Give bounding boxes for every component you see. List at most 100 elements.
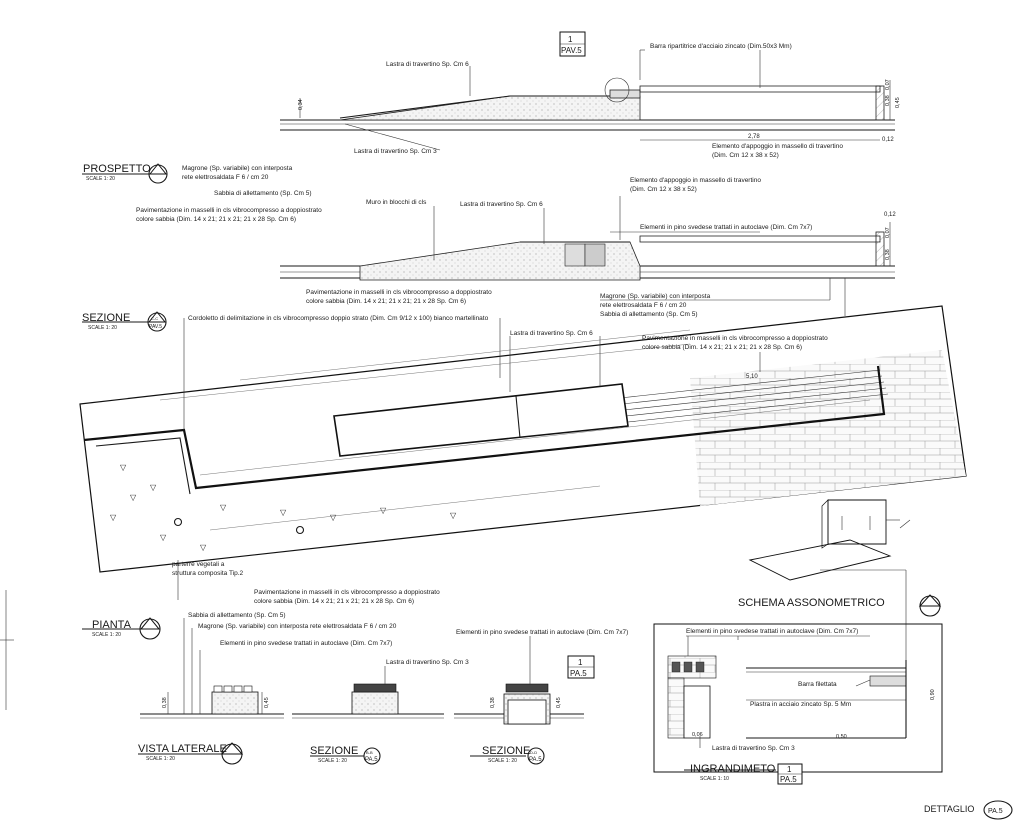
dim-045-c: 0,45 (264, 697, 270, 708)
scale-vista-laterale: SCALE 1: 20 (146, 756, 175, 762)
svg-text:▽: ▽ (120, 463, 127, 472)
label-magrone-a1: Magrone (Sp. variabile) con interposta (182, 165, 293, 172)
dim-034: 0,34 (298, 99, 304, 110)
label-pav-a2: colore sabbia (Dim. 14 x 21; 21 x 21; 21… (136, 216, 296, 223)
ingr-code: PA.5 (780, 775, 797, 784)
label-pino-e: Elementi in pino svedese trattati in aut… (456, 629, 628, 636)
label-pav-d1: Pavimentazione in masselli in cls vibroc… (254, 589, 440, 596)
dim-045-d: 0,45 (556, 697, 562, 708)
dim-045-a: 0,45 (895, 97, 901, 108)
label-elemento-b1: Elemento d'appoggio in massello di trave… (630, 177, 761, 184)
label-pav-a1: Pavimentazione in masselli in cls vibroc… (136, 207, 322, 214)
label-barra-filettata: Barra filettata (798, 681, 837, 688)
prospetto-marker (82, 163, 168, 184)
pianta-plan: ▽ ▽ ▽ ▽ ▽ ▽ ▽ ▽ ▽ ▽ ▽ (79, 305, 967, 600)
svg-text:▽: ▽ (220, 503, 227, 512)
svg-text:▽: ▽ (450, 511, 457, 520)
label-pino-f: Elementi in pino svedese trattati in aut… (686, 628, 858, 635)
ingr-number: 1 (787, 765, 792, 774)
dim-038-a: 0,38 (885, 95, 891, 106)
title-sezione-b: SEZIONE (310, 745, 358, 757)
svg-text:▽: ▽ (200, 543, 207, 552)
pa-mid-number: 1 (578, 658, 583, 667)
scale-sezione-c: SCALE 1: 20 (488, 758, 517, 764)
label-sabbia-d: Sabbia di allettamento (Sp. Cm 5) (188, 612, 286, 619)
pav-top-code: PAV.5 (561, 46, 582, 55)
sezione-c-drawing (454, 636, 595, 765)
svg-text:▽: ▽ (110, 513, 117, 522)
label-pav-b1: Pavimentazione in masselli in cls vibroc… (306, 289, 492, 296)
label-muro: Muro in blocchi di cls (366, 199, 427, 206)
label-lastra3-f: Lastra di travertino Sp. Cm 3 (712, 745, 795, 752)
dim-007-b: 0,07 (885, 227, 891, 238)
svg-text:▽: ▽ (330, 513, 337, 522)
label-pino-d: Elementi in pino svedese trattati in aut… (220, 640, 392, 647)
prospetto-drawing (280, 49, 895, 151)
label-magrone-b2: rete elettrosaldata F 6 / cm 20 (600, 302, 687, 309)
b-marker-code: PA.5 (365, 757, 378, 763)
label-sabbia-a: Sabbia di allettamento (Sp. Cm 5) (214, 190, 312, 197)
label-piastra: Plastra in acciaio zincato Sp. 5 Mm (750, 701, 851, 708)
label-barra: Barra ripartitrice d'acciaio zincato (Di… (650, 43, 792, 50)
ingrandimento-frame (653, 623, 943, 785)
label-magrone-d: Magrone (Sp. variabile) con interposta r… (198, 623, 397, 630)
label-lastra3-d: Lastra di travertino Sp. Cm 3 (386, 659, 469, 666)
vista-laterale-drawing (138, 618, 284, 765)
label-sabbia-b: Sabbia di allettamento (Sp. Cm 5) (600, 311, 698, 318)
dim-007-a: 0,07 (885, 79, 891, 90)
schema-assonometrico-drawing (748, 499, 942, 690)
dim-012-b: 0,12 (884, 212, 896, 218)
scale-sezione: SCALE 1: 20 (88, 325, 117, 331)
label-lastra6-c: Lastra di travertino Sp. Cm 6 (510, 330, 593, 337)
sezione-marker (82, 311, 167, 332)
dim-278: 2,78 (748, 134, 760, 140)
label-elemento-b2: (Dim. Cm 12 x 38 x 52) (630, 186, 697, 193)
label-lastra6-a: Lastra di travertino Sp. Cm 6 (386, 61, 469, 68)
title-prospetto: PROSPETTO (83, 163, 151, 175)
title-vista-laterale: VISTA LATERALE (138, 743, 227, 755)
label-parterre2: struttura composita Tip.2 (172, 570, 244, 577)
scale-prospetto: SCALE 1: 20 (86, 176, 115, 182)
title-sezione-c: SEZIONE (482, 745, 530, 757)
label-pino-b: Elementi in pino svedese trattati in aut… (640, 224, 812, 231)
label-parterre1: parterre vegetali a (172, 561, 225, 568)
dim-038-c: 0,38 (162, 697, 168, 708)
title-dettaglio: DETTAGLIO (924, 804, 974, 814)
scale-sezione-b: SCALE 1: 20 (318, 758, 347, 764)
dim-038-d: 0,38 (490, 697, 496, 708)
label-pav-b2: colore sabbia (Dim. 14 x 21; 21 x 21; 21… (306, 298, 466, 305)
svg-text:▽: ▽ (280, 508, 287, 517)
label-cordoletto: Cordoletto di delimitazione in cls vibro… (188, 315, 489, 322)
bench-slats (619, 369, 889, 423)
sez-marker-code: PAV.5 (149, 324, 162, 330)
label-pav-c1: Pavimentazione in masselli in cls vibroc… (642, 335, 828, 342)
scale-pianta: SCALE 1: 20 (92, 632, 121, 638)
pav-top-number: 1 (568, 35, 573, 44)
label-elemento-a2: (Dim. Cm 12 x 38 x 52) (712, 152, 779, 159)
label-lastra6-b: Lastra di travertino Sp. Cm 6 (460, 201, 543, 208)
pianta-marker (82, 617, 161, 640)
dim-012-a: 0,12 (882, 137, 894, 143)
label-elemento-a1: Elemento d'appoggio in massello di trave… (712, 143, 843, 150)
label-magrone-b1: Magrone (Sp. variabile) con interposta (600, 293, 711, 300)
label-lastra3-a: Lastra di travertino Sp. Cm 3 (354, 148, 437, 155)
svg-text:▽: ▽ (150, 483, 157, 492)
dim-090: 0,90 (930, 689, 936, 700)
dim-510: 5,10 (746, 374, 758, 380)
c-marker-letter: D-D (530, 750, 537, 755)
label-pav-c2: colore sabbia (Dim. 14 x 21; 21 x 21; 21… (642, 344, 802, 351)
svg-text:▽: ▽ (130, 493, 137, 502)
scale-ingrandimento: SCALE 1: 10 (700, 776, 729, 782)
dim-006: 0,06 (692, 732, 703, 738)
title-sezione: SEZIONE (82, 312, 130, 324)
c-marker-code: PA.5 (529, 757, 542, 763)
title-ingrandimento: INGRANDIMETO (690, 763, 776, 775)
sezione-drawing (280, 196, 895, 316)
sez-marker-letter: C-C (151, 316, 158, 321)
dettaglio-code: PA.5 (988, 808, 1003, 815)
dettaglio-marker (983, 800, 1013, 820)
label-magrone-a2: rete elettrosaldata F 6 / cm 20 (182, 174, 269, 181)
title-pianta: PIANTA (92, 619, 132, 631)
title-schema: SCHEMA ASSONOMETRICO (738, 597, 885, 609)
